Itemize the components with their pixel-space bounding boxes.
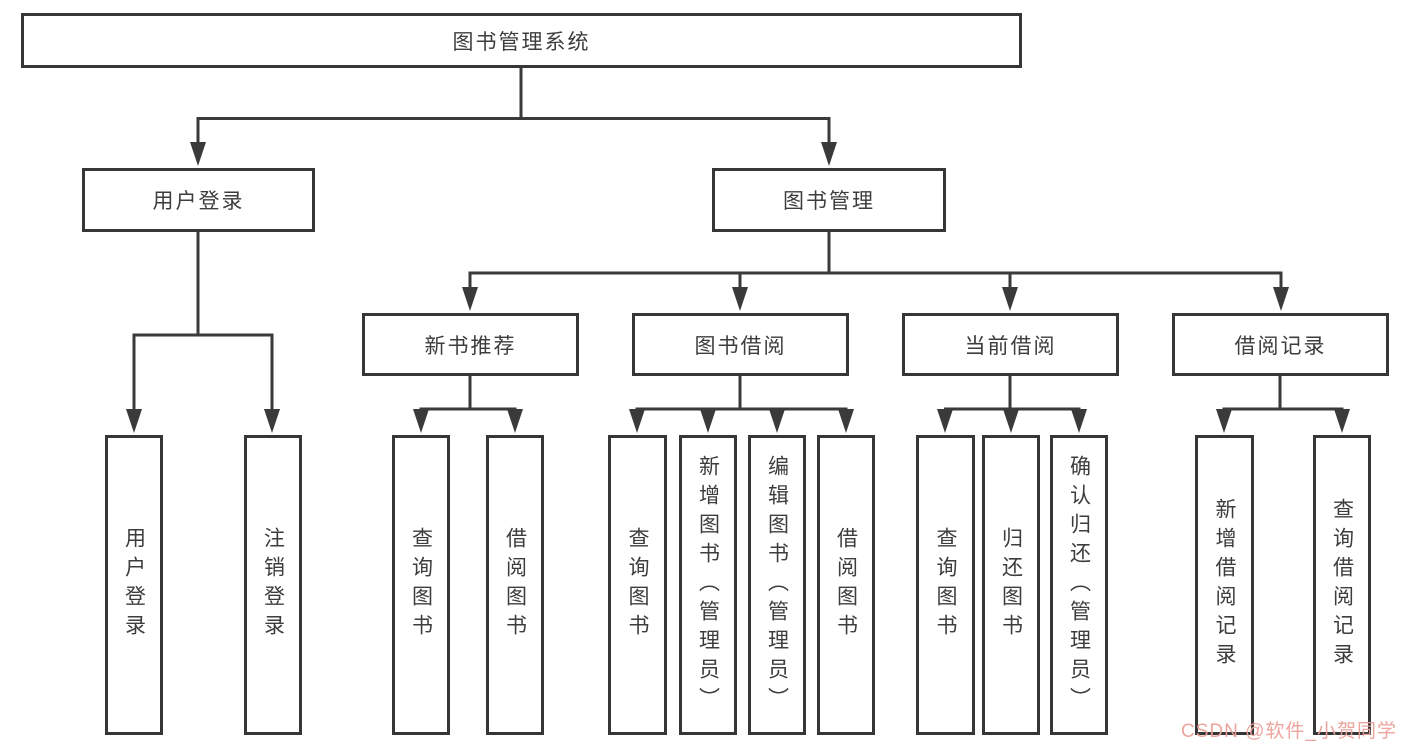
arrow-icon (190, 142, 206, 166)
leaf-query-books-borrowing: 查询图书 (608, 435, 667, 735)
node-book-borrowing: 图书借阅 (632, 313, 849, 376)
arrow-icon (769, 409, 785, 433)
node-label: 新书推荐 (424, 334, 517, 358)
node-label: 注销登录 (261, 527, 285, 643)
leaf-return-book: 归还图书 (982, 435, 1040, 735)
node-label: 查询图书 (934, 527, 957, 643)
node-label: 编辑图书（管理员） (765, 454, 789, 716)
csdn-watermark: CSDN @软件_小贺同学 (1181, 721, 1397, 742)
arrowheads (126, 142, 1350, 433)
arrow-icon (126, 409, 142, 433)
leaf-confirm-return-admin: 确认归还（管理员） (1050, 435, 1108, 735)
node-user-login: 用户登录 (82, 168, 315, 232)
node-label: 用户登录 (122, 527, 146, 643)
arrow-icon (1002, 287, 1018, 311)
node-library-management-system: 图书管理系统 (21, 13, 1022, 68)
arrow-icon (462, 287, 478, 311)
arrow-icon (732, 287, 748, 311)
leaf-add-book-admin: 新增图书（管理员） (679, 435, 737, 735)
arrow-icon (937, 409, 953, 433)
leaf-query-books-recommend: 查询图书 (392, 435, 450, 735)
arrow-icon (264, 409, 280, 433)
leaf-query-borrow-record: 查询借阅记录 (1313, 435, 1371, 735)
leaf-borrow-books: 借阅图书 (817, 435, 875, 735)
node-label: 图书借阅 (694, 334, 787, 358)
arrow-icon (507, 409, 523, 433)
leaf-edit-book-admin: 编辑图书（管理员） (748, 435, 806, 735)
leaf-borrow-books-recommend: 借阅图书 (486, 435, 544, 735)
node-label: 新增借阅记录 (1213, 498, 1236, 672)
node-borrow-records: 借阅记录 (1172, 313, 1389, 376)
node-label: 查询借阅记录 (1330, 498, 1354, 672)
arrow-icon (821, 142, 837, 166)
leaf-user-login: 用户登录 (105, 435, 163, 735)
node-label: 归还图书 (999, 527, 1023, 643)
arrow-icon (1334, 409, 1350, 433)
node-label: 确认归还（管理员） (1067, 454, 1091, 716)
tree-edges (132, 68, 1344, 412)
arrow-icon (1273, 287, 1289, 311)
node-label: 借阅记录 (1234, 334, 1327, 358)
arrow-icon (838, 409, 854, 433)
node-label: 查询图书 (626, 527, 649, 643)
node-label: 借阅图书 (503, 527, 527, 643)
arrow-icon (1003, 409, 1019, 433)
node-current-borrowing: 当前借阅 (902, 313, 1119, 376)
node-label: 借阅图书 (834, 527, 858, 643)
node-label: 查询图书 (409, 527, 433, 643)
arrow-icon (413, 409, 429, 433)
node-label: 新增图书（管理员） (696, 454, 720, 716)
leaf-query-books-current: 查询图书 (916, 435, 975, 735)
node-label: 用户登录 (152, 190, 245, 213)
arrow-icon (1071, 409, 1087, 433)
arrow-icon (629, 409, 645, 433)
leaf-add-borrow-record: 新增借阅记录 (1195, 435, 1254, 735)
node-book-management: 图书管理 (712, 168, 946, 232)
arrow-icon (1216, 409, 1232, 433)
arrow-icon (700, 409, 716, 433)
node-label: 当前借阅 (964, 334, 1057, 358)
node-label: 图书管理 (783, 190, 875, 213)
leaf-logout: 注销登录 (244, 435, 302, 735)
node-label: 图书管理系统 (452, 30, 591, 54)
node-new-book-recommend: 新书推荐 (362, 313, 579, 376)
